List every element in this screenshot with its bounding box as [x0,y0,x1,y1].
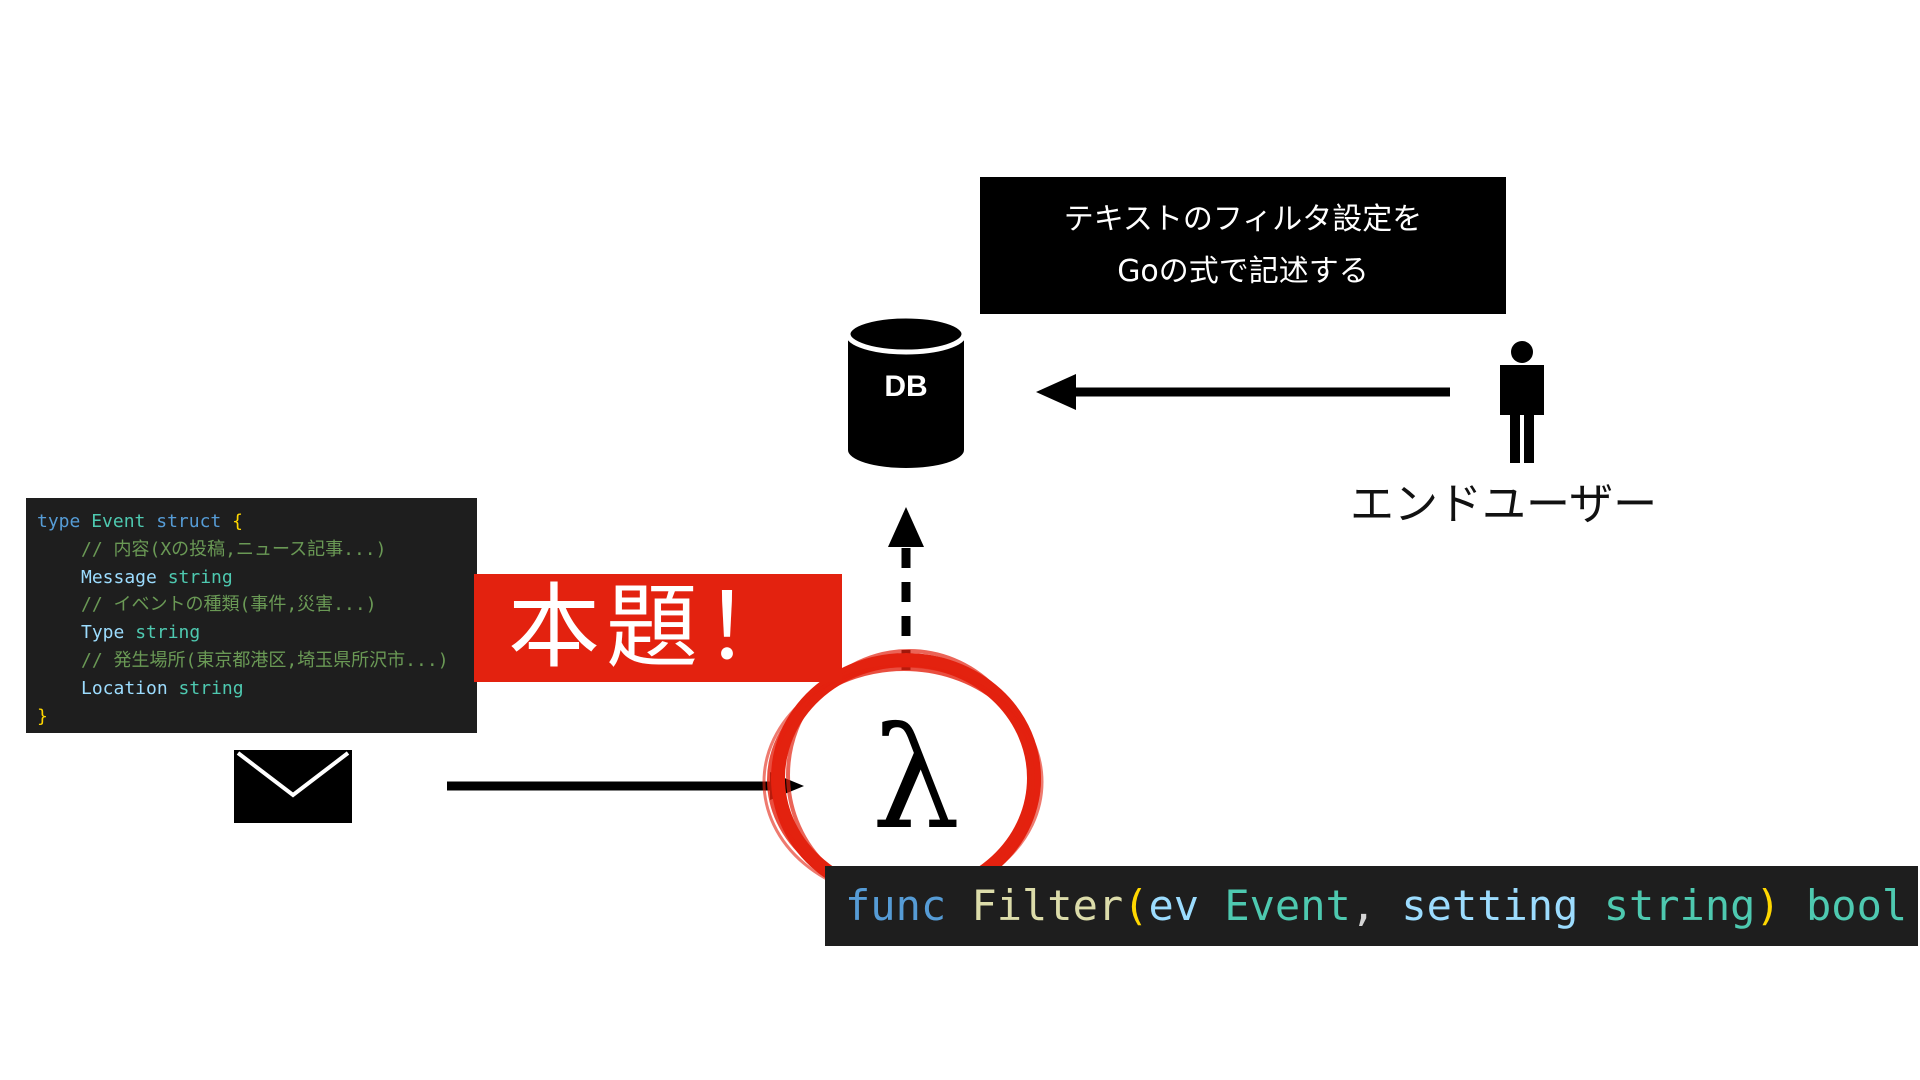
code-type: string [178,677,244,699]
code-type: string [167,566,233,588]
code-keyword: struct [156,511,222,532]
db-label: DB [884,370,928,403]
code-comment: // 内容(Xの投稿,ニュース記事...) [81,538,387,560]
end-user-label: エンドユーザー [1350,479,1658,530]
func-paren-close: ) [1755,881,1781,930]
code-panel: type Event struct {// 内容(Xの投稿,ニュース記事...)… [26,498,477,733]
code-keyword: type [37,511,81,532]
code-comment: // イベントの種類(事件,災害...) [81,594,377,616]
func-keyword: func [845,881,947,930]
arrow-user-to-db [1036,374,1450,410]
code-line: } [37,703,477,731]
arrow-mail-to-lambda [447,772,804,800]
code-brace: } [37,705,48,727]
headline-banner: 本題！ [474,574,842,682]
func-paren-open: ( [1123,881,1149,930]
arrow-lambda-to-db [888,507,924,670]
code-line: // イベントの種類(事件,災害...) [37,591,477,619]
note-line-1: テキストのフィルタ設定を [1063,201,1423,237]
code-field: Location [81,677,168,699]
code-brace: { [232,511,243,532]
func-name: Filter [971,881,1124,930]
mail-icon [234,750,352,823]
code-field: Message [81,566,157,588]
param-name: setting [1401,881,1579,930]
code-line: type Event struct { [37,508,477,536]
param-type: Event [1224,881,1351,930]
code-type: Event [91,511,146,532]
database-icon [845,313,967,468]
lambda-symbol: λ [871,698,961,861]
func-signature-bar: func Filter(ev Event, setting string) bo… [825,866,1918,946]
note-line-2: Goの式で記述する [1117,253,1369,289]
code-line: Type string [37,619,477,647]
return-type: bool [1806,881,1908,930]
code-field: Type [81,622,125,644]
param-name: ev [1148,881,1200,930]
param-comma: , [1350,881,1377,930]
param-type: string [1603,881,1756,930]
code-line: // 内容(Xの投稿,ニュース記事...) [37,536,477,564]
code-comment: // 発生場所(東京都港区,埼玉県所沢市...) [81,649,449,671]
code-line: Location string [37,675,477,703]
person-icon [1500,341,1544,463]
note-box: テキストのフィルタ設定を Goの式で記述する [980,177,1506,314]
code-line: // 発生場所(東京都港区,埼玉県所沢市...) [37,647,477,675]
code-type: string [135,622,201,644]
code-line: Message string [37,564,477,592]
